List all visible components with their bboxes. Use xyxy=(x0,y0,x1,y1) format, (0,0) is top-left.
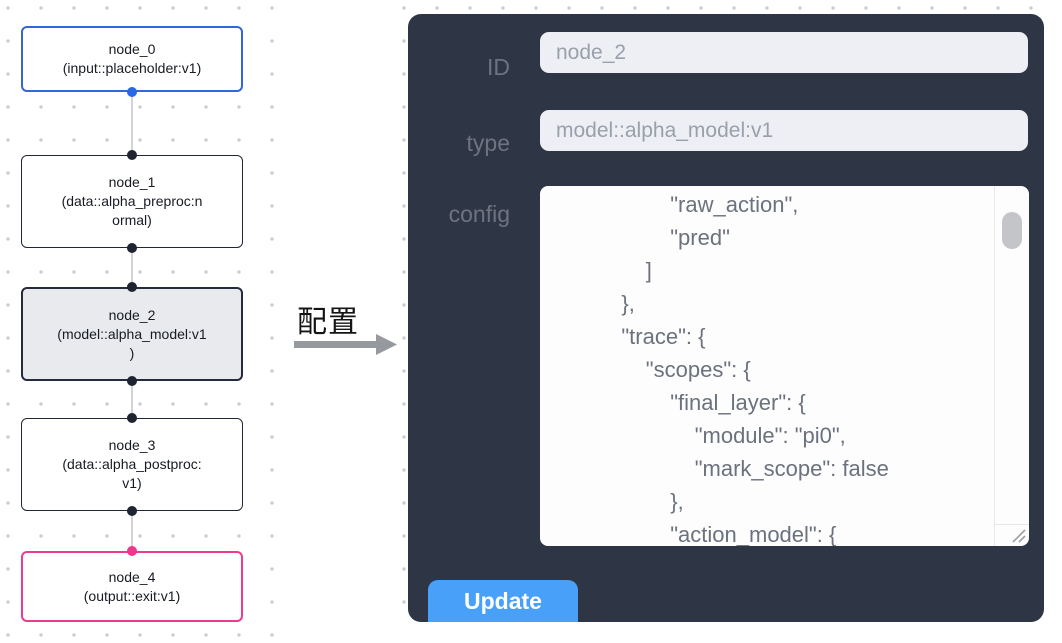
edge-node1-node2 xyxy=(131,248,133,287)
arrow-right-icon xyxy=(294,334,397,355)
edge-node3-node4 xyxy=(131,511,133,551)
port-output-node_0[interactable] xyxy=(127,87,137,97)
edge-node2-node3 xyxy=(131,381,133,418)
node-name-label: node_0 xyxy=(108,41,156,57)
node-name-label: node_4 xyxy=(108,568,156,585)
port-output-node_2[interactable] xyxy=(127,376,137,386)
scrollbar-track-end xyxy=(995,524,1029,525)
port-input-node_4[interactable] xyxy=(127,546,137,556)
port-input-node_3[interactable] xyxy=(127,413,137,423)
type-input[interactable] xyxy=(540,110,1028,151)
port-output-node_1[interactable] xyxy=(127,243,137,253)
config-textarea[interactable]: "raw_action", "pred" ] }, "trace": { "sc… xyxy=(540,186,1029,546)
scrollbar-thumb[interactable] xyxy=(1002,212,1022,249)
config-label: config xyxy=(448,201,510,227)
type-label: type xyxy=(466,130,510,156)
flow-node-node_3[interactable]: node_3 (data::alpha_postproc: v1) xyxy=(21,418,243,511)
node-type-label: (data::alpha_postproc: v1) xyxy=(62,456,202,491)
node-name-label: node_1 xyxy=(108,174,156,190)
resize-handle-icon[interactable] xyxy=(1009,526,1027,544)
config-panel: ID type config "raw_action", "pred" ] },… xyxy=(408,14,1044,622)
port-input-node_1[interactable] xyxy=(127,150,137,160)
flow-node-node_0[interactable]: node_0 (input::placeholder:v1) xyxy=(21,26,243,92)
edge-node0-node1 xyxy=(131,92,133,155)
configure-label: 配置 xyxy=(297,306,359,339)
update-button[interactable]: Update xyxy=(428,580,578,622)
scrollbar-track-border xyxy=(994,186,995,546)
node-name-label: node_2 xyxy=(108,306,156,323)
flow-node-node_4[interactable]: node_4 (output::exit:v1) xyxy=(21,551,243,622)
id-label: ID xyxy=(487,54,510,80)
id-input[interactable] xyxy=(540,32,1028,73)
node-type-label: (output::exit:v1) xyxy=(83,587,181,604)
port-input-node_2[interactable] xyxy=(127,282,137,292)
flow-node-node_2-selected[interactable]: node_2 (model::alpha_model:v1 ) xyxy=(21,287,243,381)
config-json-content: "raw_action", "pred" ] }, "trace": { "sc… xyxy=(621,192,889,546)
node-name-label: node_3 xyxy=(108,437,156,453)
node-type-label: (input::placeholder:v1) xyxy=(62,60,202,76)
port-output-node_3[interactable] xyxy=(127,506,137,516)
node-type-label: (model::alpha_model:v1 ) xyxy=(57,325,207,361)
node-type-label: (data::alpha_preproc:n ormal) xyxy=(61,193,203,228)
flow-node-node_1[interactable]: node_1 (data::alpha_preproc:n ormal) xyxy=(21,155,243,248)
